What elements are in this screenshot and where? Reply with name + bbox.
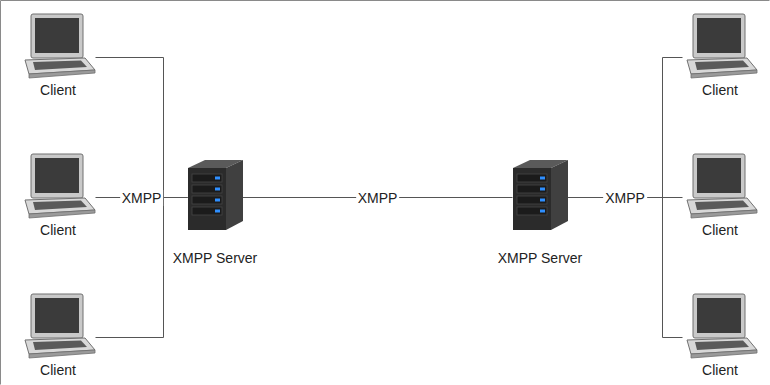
xmpp-link <box>96 198 188 338</box>
protocol-label: XMPP <box>356 190 400 206</box>
laptop-icon <box>21 12 96 82</box>
client-label: Client <box>40 362 76 378</box>
laptop-icon <box>21 292 96 362</box>
server-icon <box>513 160 568 230</box>
xmpp-link <box>96 58 188 198</box>
client-node: Client <box>680 152 760 238</box>
client-node: Client <box>680 292 760 378</box>
server-icon <box>188 160 243 230</box>
protocol-label: XMPP <box>603 190 647 206</box>
client-node: Client <box>18 12 98 98</box>
xmpp-link <box>568 198 683 338</box>
laptop-icon <box>683 12 758 82</box>
client-node: Client <box>18 292 98 378</box>
laptop-icon <box>683 152 758 222</box>
xmpp-link <box>568 58 683 198</box>
client-label: Client <box>702 362 738 378</box>
client-label: Client <box>40 222 76 238</box>
server-node: XMPP Server <box>165 160 265 266</box>
laptop-icon <box>683 292 758 362</box>
server-label: XMPP Server <box>173 250 258 266</box>
server-node: XMPP Server <box>490 160 590 266</box>
client-node: Client <box>18 152 98 238</box>
server-label: XMPP Server <box>498 250 583 266</box>
client-label: Client <box>40 82 76 98</box>
laptop-icon <box>21 152 96 222</box>
client-node: Client <box>680 12 760 98</box>
client-label: Client <box>702 82 738 98</box>
client-label: Client <box>702 222 738 238</box>
protocol-label: XMPP <box>120 190 164 206</box>
